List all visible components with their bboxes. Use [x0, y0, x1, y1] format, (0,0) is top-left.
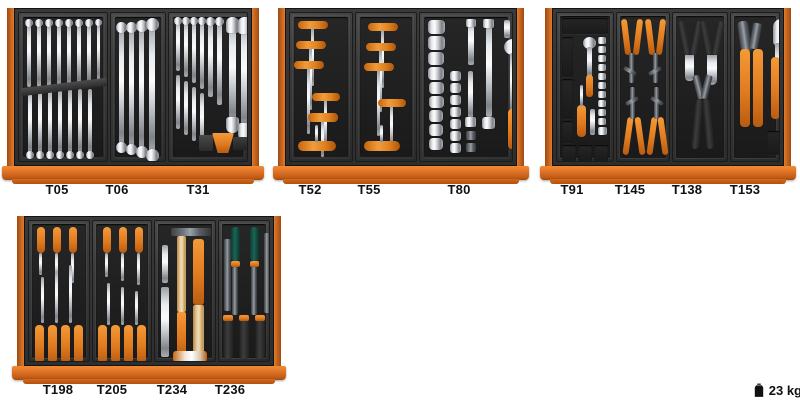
tray-2	[273, 8, 529, 184]
tray-rail-left	[7, 8, 14, 166]
module-t138[interactable]	[672, 12, 728, 162]
module-t236[interactable]	[218, 220, 270, 362]
tray-2-base	[273, 166, 529, 184]
tray-1-labels: T05 T06 T31	[0, 182, 270, 202]
module-label-t05: T05	[45, 182, 69, 197]
tray-2-body	[285, 8, 517, 166]
hex-key-holder-icon	[212, 133, 234, 153]
module-label-t52: T52	[298, 182, 322, 197]
module-label-t145: T145	[614, 182, 646, 197]
tray-4-body	[24, 216, 274, 366]
weight-value: 23 kg	[768, 383, 800, 398]
tray-3-body	[552, 8, 784, 166]
tray-4-labels: T198 T205 T234 T236	[0, 382, 290, 402]
module-label-t198: T198	[42, 382, 74, 397]
module-label-t91: T91	[560, 182, 584, 197]
module-t205[interactable]	[92, 220, 152, 362]
tray-3-base	[540, 166, 796, 184]
module-t198[interactable]	[28, 220, 90, 362]
tray-4	[12, 216, 286, 384]
tray-1-body	[14, 8, 252, 166]
module-t153[interactable]	[730, 12, 780, 162]
module-label-t236: T236	[214, 382, 246, 397]
module-label-t234: T234	[156, 382, 188, 397]
tray-4-base	[12, 366, 286, 384]
module-t06[interactable]	[110, 12, 166, 162]
tray-3-labels: T91 T145 T138 T153	[540, 182, 800, 202]
module-t145[interactable]	[616, 12, 670, 162]
module-label-t31: T31	[186, 182, 210, 197]
total-weight: 23 kg	[753, 383, 800, 398]
tray-1-base	[2, 166, 264, 184]
module-t31[interactable]	[168, 12, 248, 162]
module-label-t138: T138	[671, 182, 703, 197]
tray-3	[540, 8, 796, 184]
weight-kettlebell-icon	[754, 383, 763, 397]
module-t05[interactable]	[18, 12, 108, 162]
tray-rail-left	[545, 8, 552, 166]
tray-rail-right	[274, 216, 281, 366]
module-t91[interactable]	[556, 12, 614, 162]
module-t80[interactable]	[419, 12, 513, 162]
tray-rail-right	[252, 8, 259, 166]
tray-rail-left	[278, 8, 285, 166]
module-label-t55: T55	[357, 182, 381, 197]
module-t234[interactable]	[154, 220, 216, 362]
module-label-t153: T153	[729, 182, 761, 197]
tray-rail-left	[17, 216, 24, 366]
module-label-t06: T06	[105, 182, 129, 197]
tray-1	[2, 8, 264, 184]
module-label-t80: T80	[447, 182, 471, 197]
module-label-t205: T205	[96, 382, 128, 397]
module-t52[interactable]	[289, 12, 353, 162]
tray-2-labels: T52 T55 T80	[270, 182, 520, 202]
tray-rail-right	[784, 8, 791, 166]
module-t55[interactable]	[355, 12, 417, 162]
tray-rail-right	[517, 8, 524, 166]
